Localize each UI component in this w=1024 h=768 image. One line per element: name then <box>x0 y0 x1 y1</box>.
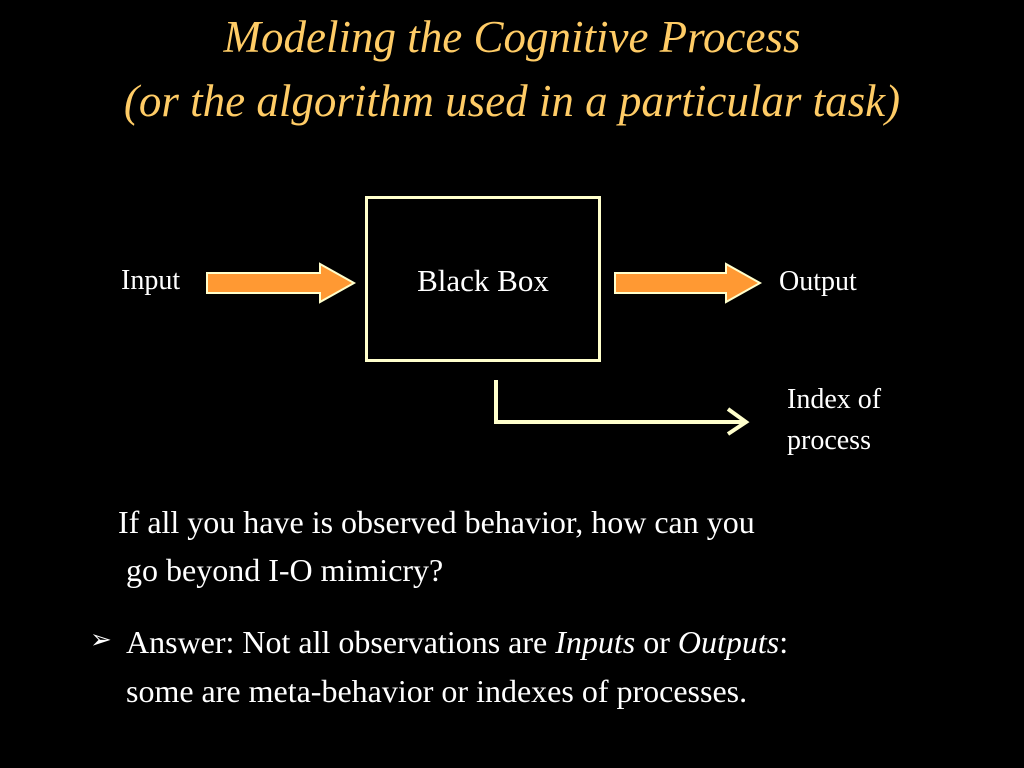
answer-prefix: Answer: Not all observations are <box>126 624 556 660</box>
black-box-label: Black Box <box>417 263 549 298</box>
output-arrow <box>614 262 763 304</box>
index-arrow-head <box>726 407 750 436</box>
index-of-process-label-line-1: Index of <box>787 384 882 415</box>
answer-line-1: Answer: Not all observations are Inputs … <box>126 626 788 658</box>
input-label: Input <box>121 265 181 296</box>
output-label: Output <box>779 266 857 297</box>
index-of-process-label-line-2: process <box>787 425 871 456</box>
input-arrow <box>206 262 357 304</box>
answer-colon: : <box>779 624 789 660</box>
answer-outputs-term: Outputs <box>677 624 780 660</box>
answer-or: or <box>635 624 678 660</box>
slide-title-line-1: Modeling the Cognitive Process <box>223 12 801 62</box>
question-line-1: If all you have is observed behavior, ho… <box>118 504 755 540</box>
answer-line-2: some are meta-behavior or indexes of pro… <box>126 673 748 709</box>
question-line-2: go beyond I-O mimicry? <box>126 552 444 588</box>
index-of-process-arrow <box>494 380 744 424</box>
answer-inputs-term: Inputs <box>555 624 636 660</box>
bullet-arrow-icon: ➢ <box>90 625 112 654</box>
slide-title-line-2: (or the algorithm used in a particular t… <box>123 76 901 126</box>
black-box <box>365 196 601 362</box>
